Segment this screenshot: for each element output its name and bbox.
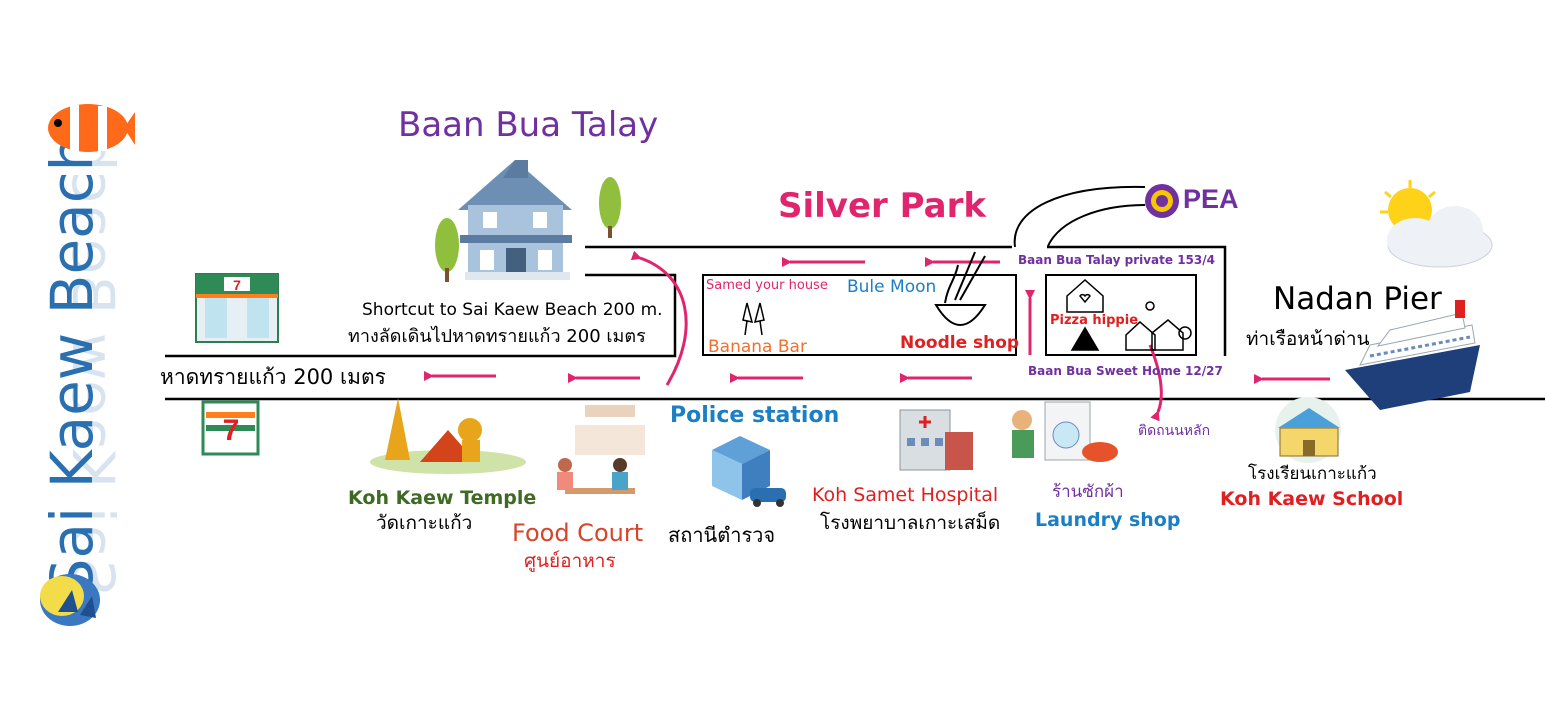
silver-park-title: Silver Park xyxy=(778,186,986,226)
angelfish-icon xyxy=(40,574,100,626)
private-address-label: Baan Bua Talay private 153/4 xyxy=(1018,253,1215,267)
school-thai: โรงเรียนเกาะแก้ว xyxy=(1248,464,1377,484)
samed-your-house-label: Samed your house xyxy=(706,278,828,293)
shortcut-label: Shortcut to Sai Kaew Beach 200 m. xyxy=(362,302,663,319)
hospital-label: Koh Samet Hospital xyxy=(812,484,999,506)
food-court-icon xyxy=(557,405,645,494)
house-icon xyxy=(458,160,572,280)
seven-eleven-store-icon: 7 xyxy=(195,273,279,343)
silver-park-block xyxy=(702,274,1017,356)
road-to-pea xyxy=(1013,185,1146,248)
tree-icon xyxy=(435,177,621,282)
laundry-icon xyxy=(1012,401,1118,462)
hospital-thai: โรงพยาบาลเกาะเสม็ด xyxy=(820,512,1001,534)
ferry-icon xyxy=(1345,300,1480,410)
pea-logo-text: PEA xyxy=(1183,184,1239,214)
nadan-pier-thai: ท่าเรือหน้าด่าน xyxy=(1246,328,1370,350)
laundry-label: Laundry shop xyxy=(1035,509,1181,531)
nadan-pier-title: Nadan Pier xyxy=(1273,281,1442,317)
food-court-thai: ศูนย์อาหาร xyxy=(524,550,616,572)
beach-distance-thai: หาดทรายแก้ว 200 เมตร xyxy=(160,365,386,389)
temple-label: Koh Kaew Temple xyxy=(348,487,537,509)
noodle-bowl-icon xyxy=(934,251,987,326)
police-station-icon xyxy=(712,436,786,507)
shortcut-distance: 200 m. xyxy=(602,300,663,320)
seven-eleven-logo-icon: 7 xyxy=(201,400,260,456)
svg-text:7: 7 xyxy=(233,277,241,293)
hospital-icon xyxy=(899,409,973,471)
laundry-thai: ร้านซักผ้า xyxy=(1052,482,1124,502)
sweet-home-block xyxy=(1045,274,1197,356)
sweet-home-icons xyxy=(1066,278,1192,351)
shortcut-thai: ทางลัดเดินไปหาดทรายแก้ว 200 เมตร xyxy=(348,326,646,347)
temple-icon xyxy=(370,398,526,474)
pea-logo xyxy=(1145,184,1179,218)
food-court-label: Food Court xyxy=(512,519,644,547)
banana-bar-label: Banana Bar xyxy=(708,337,807,357)
bule-moon-label: Bule Moon xyxy=(847,277,937,297)
champagne-glasses-icon xyxy=(742,302,765,336)
noodle-shop-label: Noodle shop xyxy=(900,333,1020,353)
police-station-label: Police station xyxy=(670,403,840,428)
svg-text:7: 7 xyxy=(223,414,240,447)
police-station-thai: สถานีตำรวจ xyxy=(668,523,776,547)
school-label: Koh Kaew School xyxy=(1220,488,1404,510)
temple-thai: วัดเกาะแก้ว xyxy=(376,512,473,534)
baan-bua-talay-title: Baan Bua Talay xyxy=(398,105,659,145)
school-icon xyxy=(1275,397,1341,463)
direction-arrows xyxy=(424,250,1330,422)
sun-cloud-icon xyxy=(1380,180,1493,268)
shortcut-text: Shortcut to Sai Kaew Beach xyxy=(362,300,598,320)
main-road-thai-label: ติดถนนหลัก xyxy=(1138,423,1211,439)
pizza-hippie-label: Pizza hippie xyxy=(1050,313,1139,328)
clownfish-icon xyxy=(48,104,135,152)
sweet-home-address-label: Baan Bua Sweet Home 12/27 xyxy=(1028,364,1223,378)
